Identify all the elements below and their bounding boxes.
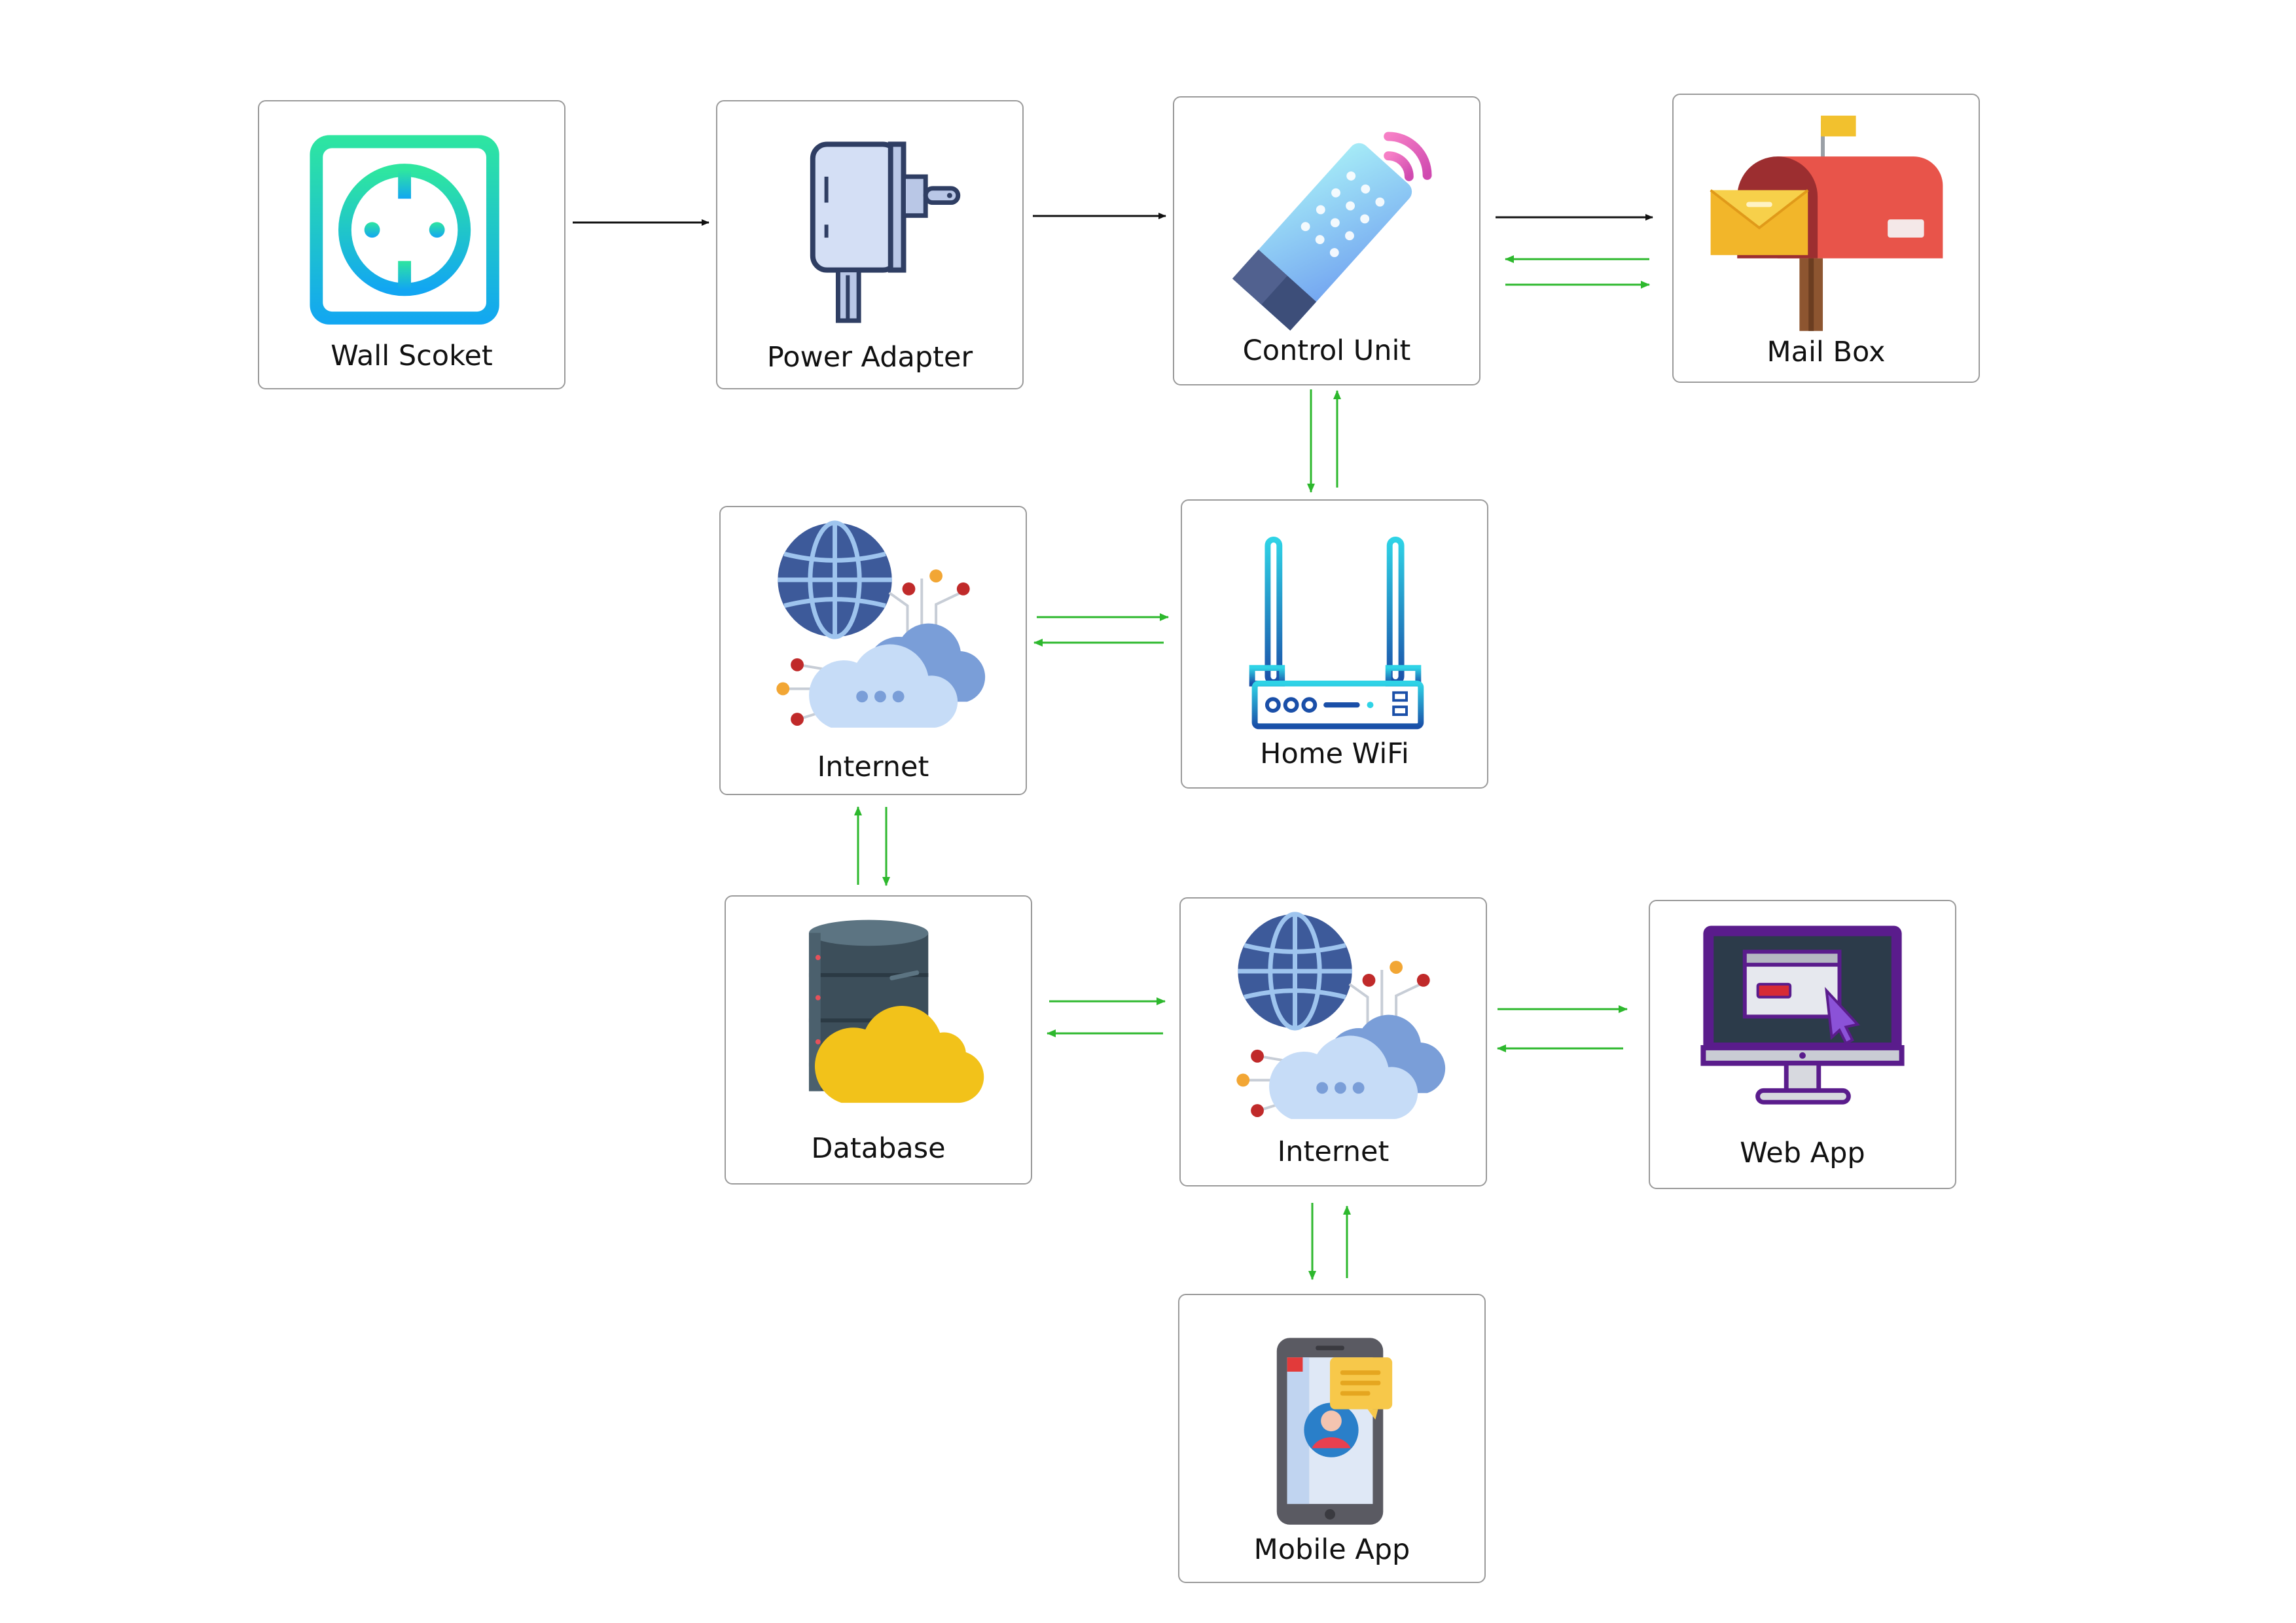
- node-label: Internet: [817, 751, 929, 783]
- globe-cloud-icon: [776, 520, 986, 728]
- node-label: Home WiFi: [1260, 738, 1409, 770]
- monitor-icon: [1700, 925, 1905, 1105]
- node-label: Control Unit: [1242, 334, 1411, 367]
- node-control-unit: Control Unit: [1173, 96, 1480, 385]
- node-label: Mobile App: [1253, 1533, 1410, 1566]
- cloud-database-icon: [808, 919, 984, 1103]
- globe-cloud-icon: [1236, 912, 1446, 1119]
- wireless-device-icon: [1232, 132, 1432, 331]
- router-icon: [1249, 536, 1426, 744]
- node-database: Database: [725, 895, 1032, 1185]
- node-power-adapter: Power Adapter: [716, 100, 1024, 389]
- node-label: Wall Scoket: [331, 340, 493, 372]
- node-mail-box: Mail Box: [1672, 94, 1980, 383]
- node-label: Internet: [1277, 1135, 1390, 1168]
- node-internet-top: Internet: [719, 506, 1027, 795]
- node-internet-bottom: Internet: [1179, 897, 1487, 1186]
- node-wall-socket: Wall Scoket: [258, 100, 565, 389]
- node-home-wifi: Home WiFi: [1181, 499, 1488, 789]
- node-label: Mail Box: [1767, 336, 1886, 368]
- node-web-app: Web App: [1649, 900, 1956, 1189]
- smartphone-icon: [1276, 1338, 1393, 1525]
- node-label: Power Adapter: [766, 341, 973, 374]
- node-label: Database: [811, 1132, 946, 1165]
- plug-adapter-icon: [810, 141, 961, 323]
- socket-icon: [310, 135, 499, 325]
- node-mobile-app: Mobile App: [1178, 1294, 1486, 1583]
- mailbox-icon: [1710, 115, 1943, 331]
- node-label: Web App: [1740, 1137, 1865, 1169]
